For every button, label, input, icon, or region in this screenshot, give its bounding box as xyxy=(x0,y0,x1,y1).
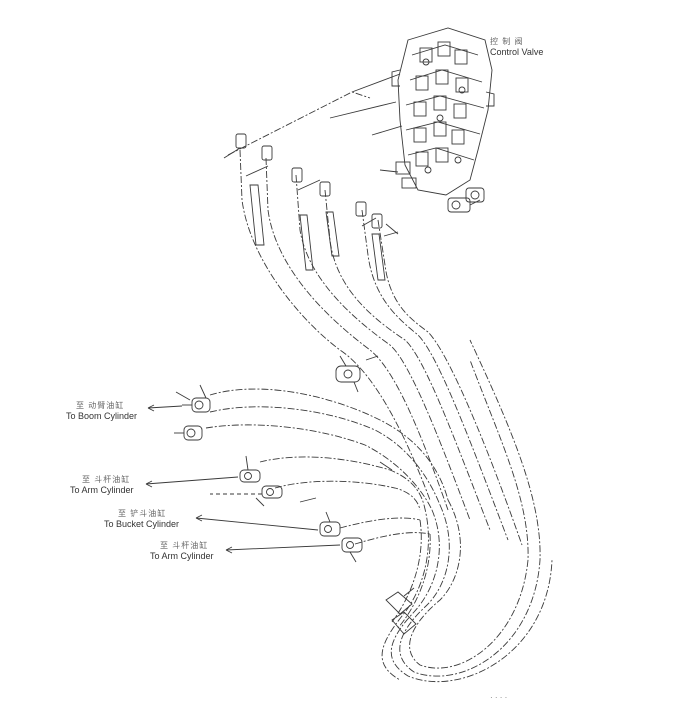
bucket-cylinder-label-en: To Bucket Cylinder xyxy=(104,519,180,529)
leader-arrows xyxy=(145,404,341,554)
loop-fitting xyxy=(385,587,417,635)
arm-cylinder-fittings-1 xyxy=(239,455,283,507)
arm-cylinder-label-2-cn: 至 斗杆油缸 xyxy=(160,541,209,550)
bucket-cylinder-label-cn: 至 铲斗油缸 xyxy=(118,509,167,518)
figure-number: · · · · xyxy=(490,693,508,702)
arm-cylinder-label-1-en: To Arm Cylinder xyxy=(70,485,134,495)
boom-cylinder-fittings xyxy=(174,384,211,441)
arm-cylinder-label-2-en: To Arm Cylinder xyxy=(150,551,214,561)
valve-fitting xyxy=(447,187,485,213)
lower-hose-bundle xyxy=(205,339,553,683)
control-valve-label-cn: 控 制 阀 xyxy=(490,37,524,46)
control-valve-label: 控 制 阀 Control Valve xyxy=(490,36,543,58)
control-valve-block xyxy=(391,27,495,196)
bucket-cylinder-label: 至 铲斗油缸 To Bucket Cylinder xyxy=(104,508,179,530)
boom-cylinder-label: 至 动臂油缸 To Boom Cylinder xyxy=(66,400,137,422)
bucket-cylinder-fittings xyxy=(319,511,363,563)
boom-cylinder-label-en: To Boom Cylinder xyxy=(66,411,138,421)
upper-hose-fittings xyxy=(223,73,403,281)
boom-cylinder-label-cn: 至 动臂油缸 xyxy=(76,401,125,410)
upper-hose-bundle xyxy=(227,91,523,546)
callout-ticks xyxy=(299,231,399,503)
control-valve-label-en: Control Valve xyxy=(490,47,544,57)
mid-connector xyxy=(335,355,361,393)
arm-cylinder-label-1: 至 斗杆油缸 To Arm Cylinder xyxy=(70,474,134,496)
arm-cylinder-label-1-cn: 至 斗杆油缸 xyxy=(82,475,131,484)
arm-cylinder-label-2: 至 斗杆油缸 To Arm Cylinder xyxy=(150,540,214,562)
